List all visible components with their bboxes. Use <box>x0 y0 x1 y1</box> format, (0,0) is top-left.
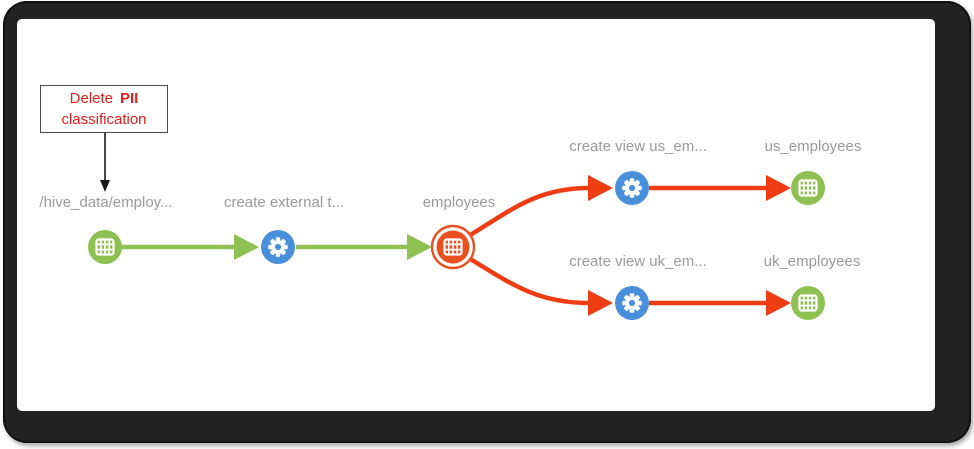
node-hive-data-dir[interactable]: /hive_data/employ... <box>39 194 173 264</box>
node-create-view-us[interactable]: create view us_em... <box>569 138 707 205</box>
node-label: /hive_data/employ... <box>39 194 172 211</box>
annotation-text-bold: PII <box>120 90 139 107</box>
node-label: create view us_em... <box>569 138 707 155</box>
node-create-view-uk[interactable]: create view uk_em... <box>569 253 707 320</box>
node-us-employees[interactable]: us_employees <box>765 138 862 205</box>
node-create-external-table[interactable]: create external t... <box>224 194 344 264</box>
node-label: uk_employees <box>764 253 861 270</box>
annotation-box: Delete PII classification <box>40 85 168 133</box>
gear-icon <box>622 293 642 313</box>
arrowhead-icon <box>588 175 613 201</box>
node-uk-employees[interactable]: uk_employees <box>764 253 861 320</box>
arrowhead-icon <box>766 290 791 316</box>
arrowhead-icon <box>766 175 791 201</box>
arrowhead-icon <box>234 234 259 260</box>
node-employees-selected[interactable]: employees <box>423 194 496 270</box>
arrowhead-icon <box>407 234 432 260</box>
node-label: employees <box>423 194 496 211</box>
node-label: us_employees <box>765 138 862 155</box>
screenshot-frame <box>3 1 971 443</box>
annotation-line2: classification <box>61 111 147 128</box>
arrowhead-icon <box>588 290 613 316</box>
node-label: create external t... <box>224 194 344 211</box>
lineage-canvas <box>17 19 935 411</box>
edge-create-view-uk-to-uk-employees <box>649 290 791 316</box>
edge-employees-to-create-view-uk <box>465 255 613 316</box>
node-label: create view uk_em... <box>569 253 707 270</box>
edge-hive-to-create-external <box>107 234 259 260</box>
annotation-text-regular: Delete <box>69 90 113 107</box>
edge-create-external-to-employees <box>296 234 432 260</box>
edge-employees-to-create-view-us <box>465 175 613 239</box>
gear-icon <box>268 237 288 257</box>
annotation-arrow <box>100 133 110 192</box>
edge-create-view-us-to-us-employees <box>649 175 791 201</box>
annotation-line1: Delete PII <box>70 88 139 109</box>
gear-icon <box>622 178 642 198</box>
